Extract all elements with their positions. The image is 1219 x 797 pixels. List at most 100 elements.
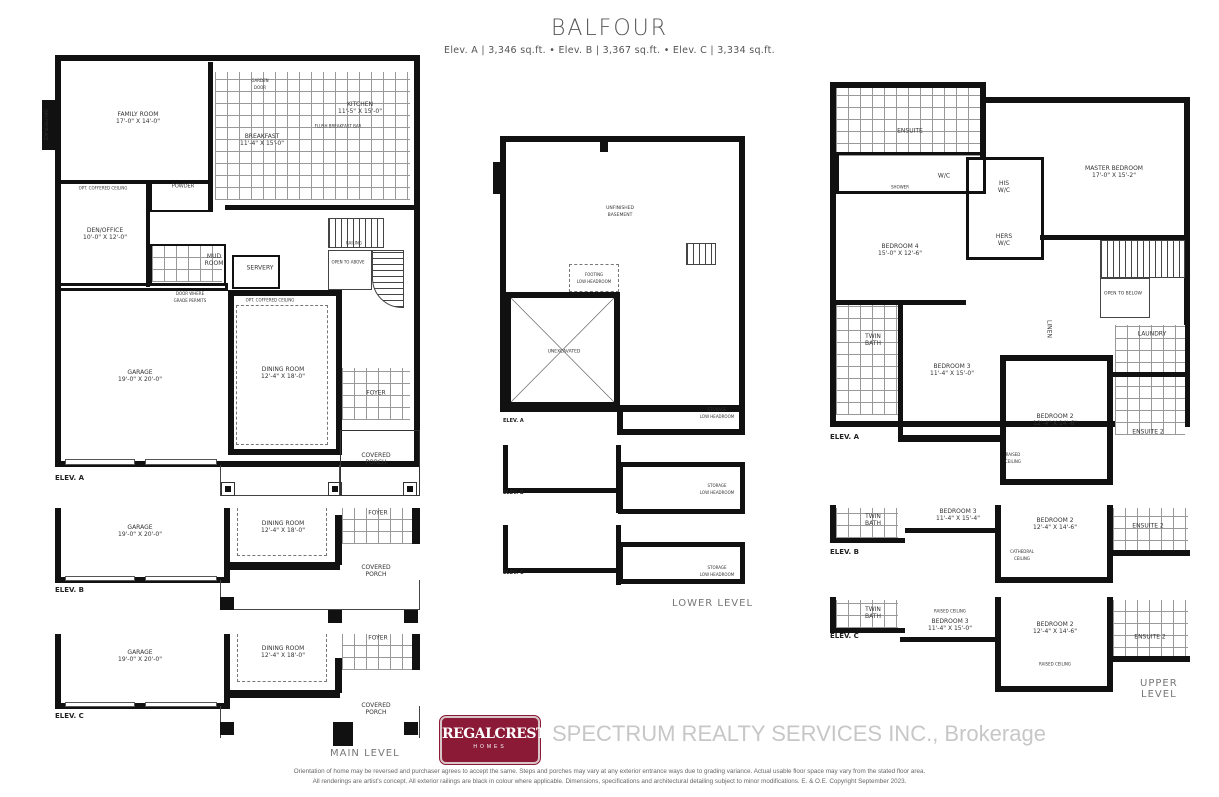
- wall: [830, 628, 905, 633]
- dining-room-label: DINING ROOM 12'-4" X 18'-0": [261, 366, 305, 380]
- foyer-label: FOYER: [368, 509, 388, 517]
- dining-ceiling-label: OPT. COFFERED CEILING: [245, 297, 295, 303]
- open-to-above-label: OPEN TO ABOVE: [331, 259, 365, 265]
- porch-column: [220, 722, 234, 735]
- wall: [335, 515, 342, 565]
- porch-column: [220, 597, 234, 610]
- dining-room-label: DINING ROOM 12'-4" X 18'-0": [261, 645, 305, 659]
- wall: [55, 508, 61, 583]
- mud-room-walls: [150, 244, 226, 286]
- twin-bath-label: TWIN BATH: [865, 333, 881, 347]
- wall: [503, 568, 621, 573]
- dining-room-walls: [228, 290, 342, 455]
- dining-ceiling-outline: [237, 508, 327, 556]
- twin-bath-floor-tile: [836, 600, 898, 628]
- ensuite-wc-walls: [836, 152, 986, 194]
- mud-room-label: MUD ROOM: [204, 253, 224, 267]
- elevation-b-label: ELEV. B: [55, 586, 84, 594]
- lower-elevation-a-label: ELEV. A: [503, 418, 524, 424]
- bedroom-2-label: BEDROOM 2 12'-4" X 14'-6": [1033, 621, 1077, 635]
- wall-jog: [493, 162, 503, 194]
- foyer-floor-tile: [342, 368, 410, 420]
- ensuite-floor-tile: [836, 88, 984, 156]
- shower-label: SHOWER: [891, 184, 909, 190]
- wall: [503, 445, 508, 493]
- fireplace-icon: [42, 100, 58, 150]
- porch-outline: [220, 465, 340, 496]
- storage-label: STORAGE LOW HEADROOM: [699, 565, 735, 577]
- stairs: [328, 218, 384, 248]
- ensuite-2-label: ENSUITE 2: [1134, 633, 1166, 641]
- ensuite-label: ENSUITE: [897, 127, 923, 135]
- bedroom-2-walls: [1000, 355, 1113, 485]
- footing-outline: [569, 264, 619, 292]
- plan-title: BALFOUR: [550, 16, 669, 41]
- twin-bath-label: TWIN BATH: [865, 513, 881, 527]
- storage-label: STORAGE LOW HEADROOM: [699, 407, 735, 419]
- garage-door: [65, 459, 135, 465]
- bedroom-2-walls: [995, 597, 1113, 692]
- door-where-grade-label: DOOR WHERE GRADE PERMITS: [173, 291, 207, 303]
- wall: [830, 538, 905, 543]
- wall: [830, 505, 836, 543]
- wall: [230, 562, 340, 570]
- elevation-square-footage: Elev. A | 3,346 sq.ft. • Elev. B | 3,367…: [444, 45, 775, 56]
- storage-walls: [618, 462, 745, 514]
- wall: [230, 690, 340, 698]
- servery-label: SERVERY: [246, 264, 274, 272]
- den-ceiling-label: OPT. COFFERED CEILING: [78, 185, 128, 191]
- dining-room-label: DINING ROOM 12'-4" X 18'-0": [261, 520, 305, 534]
- kitchen-floor-tile: [215, 72, 410, 200]
- disclaimer-line-2: All renderings are artist's concept. All…: [312, 778, 907, 785]
- garage-door: [145, 576, 217, 581]
- raised-ceiling-label: RAISED CEILING: [1039, 661, 1071, 667]
- laundry-label: LAUNDRY: [1137, 330, 1167, 338]
- ensuite-2-label: ENSUITE 2: [1132, 428, 1164, 436]
- wic-label: W/C: [937, 172, 951, 180]
- wall: [412, 508, 420, 544]
- bedroom-4-label: BEDROOM 4 15'-0" X 12'-6": [878, 243, 922, 257]
- porch-column: [328, 610, 342, 623]
- covered-porch-label: COVERED PORCH: [361, 452, 391, 466]
- storage-walls: [618, 542, 745, 584]
- foyer-label: FOYER: [368, 634, 388, 642]
- twin-bath-label: TWIN BATH: [865, 606, 881, 620]
- logo-sub: HOMES: [473, 744, 507, 750]
- foyer-floor-tile: [342, 508, 412, 544]
- wall: [985, 97, 1190, 103]
- elevation-c-label: ELEV. C: [55, 712, 84, 720]
- main-outer-wall: [55, 55, 420, 467]
- cathedral-ceiling-label: CATHEDRAL CEILING: [1010, 549, 1034, 561]
- lower-level-caption: LOWER LEVEL: [672, 598, 754, 609]
- wall: [830, 597, 836, 633]
- bedroom-2-label: BEDROOM 2 12'-4" X 14'-6": [1033, 517, 1077, 531]
- his-wic-label: HIS W/C: [997, 180, 1011, 194]
- wall: [224, 508, 230, 583]
- mud-room-floor-tile: [152, 246, 222, 282]
- garage-label: GARAGE 19'-0" X 20'-0": [118, 649, 162, 663]
- fireplace-label: GAS FIREPLACE: [43, 109, 49, 141]
- wall: [1040, 235, 1190, 240]
- kitchen-label: KITCHEN 11'-5" X 15'-0": [338, 101, 382, 115]
- unexcavated-x: [511, 298, 614, 402]
- porch-column: [221, 482, 235, 496]
- servery-walls: [232, 255, 280, 289]
- regal-crest-logo: REGALCREST HOMES: [440, 716, 546, 764]
- open-to-below-label: OPEN TO BELOW: [1104, 291, 1142, 297]
- hers-wic-label: HERS W/C: [995, 233, 1013, 247]
- wall: [980, 82, 986, 157]
- garage-door: [145, 702, 217, 707]
- garage-label: GARAGE 19'-0" X 20'-0": [118, 369, 162, 383]
- wall: [335, 658, 342, 693]
- upper-elevation-a-label: ELEV. A: [830, 433, 860, 441]
- family-room-label: FAMILY ROOM 17'-0" X 14'-0": [116, 111, 160, 125]
- coffered-ceiling-outline: [236, 305, 328, 445]
- den-office-label: DEN/OFFICE 10'-0" X 12'-0": [83, 227, 127, 241]
- cold-cellar-walls: [617, 405, 745, 435]
- wall: [412, 634, 420, 670]
- foyer-label: FOYER: [366, 389, 386, 397]
- garage-door: [65, 702, 135, 707]
- breakfast-bar-label: FLUSH BREAKFAST BAR: [314, 123, 362, 129]
- porch-outline: [340, 430, 420, 496]
- upper-elevation-b-label: ELEV. B: [830, 548, 859, 556]
